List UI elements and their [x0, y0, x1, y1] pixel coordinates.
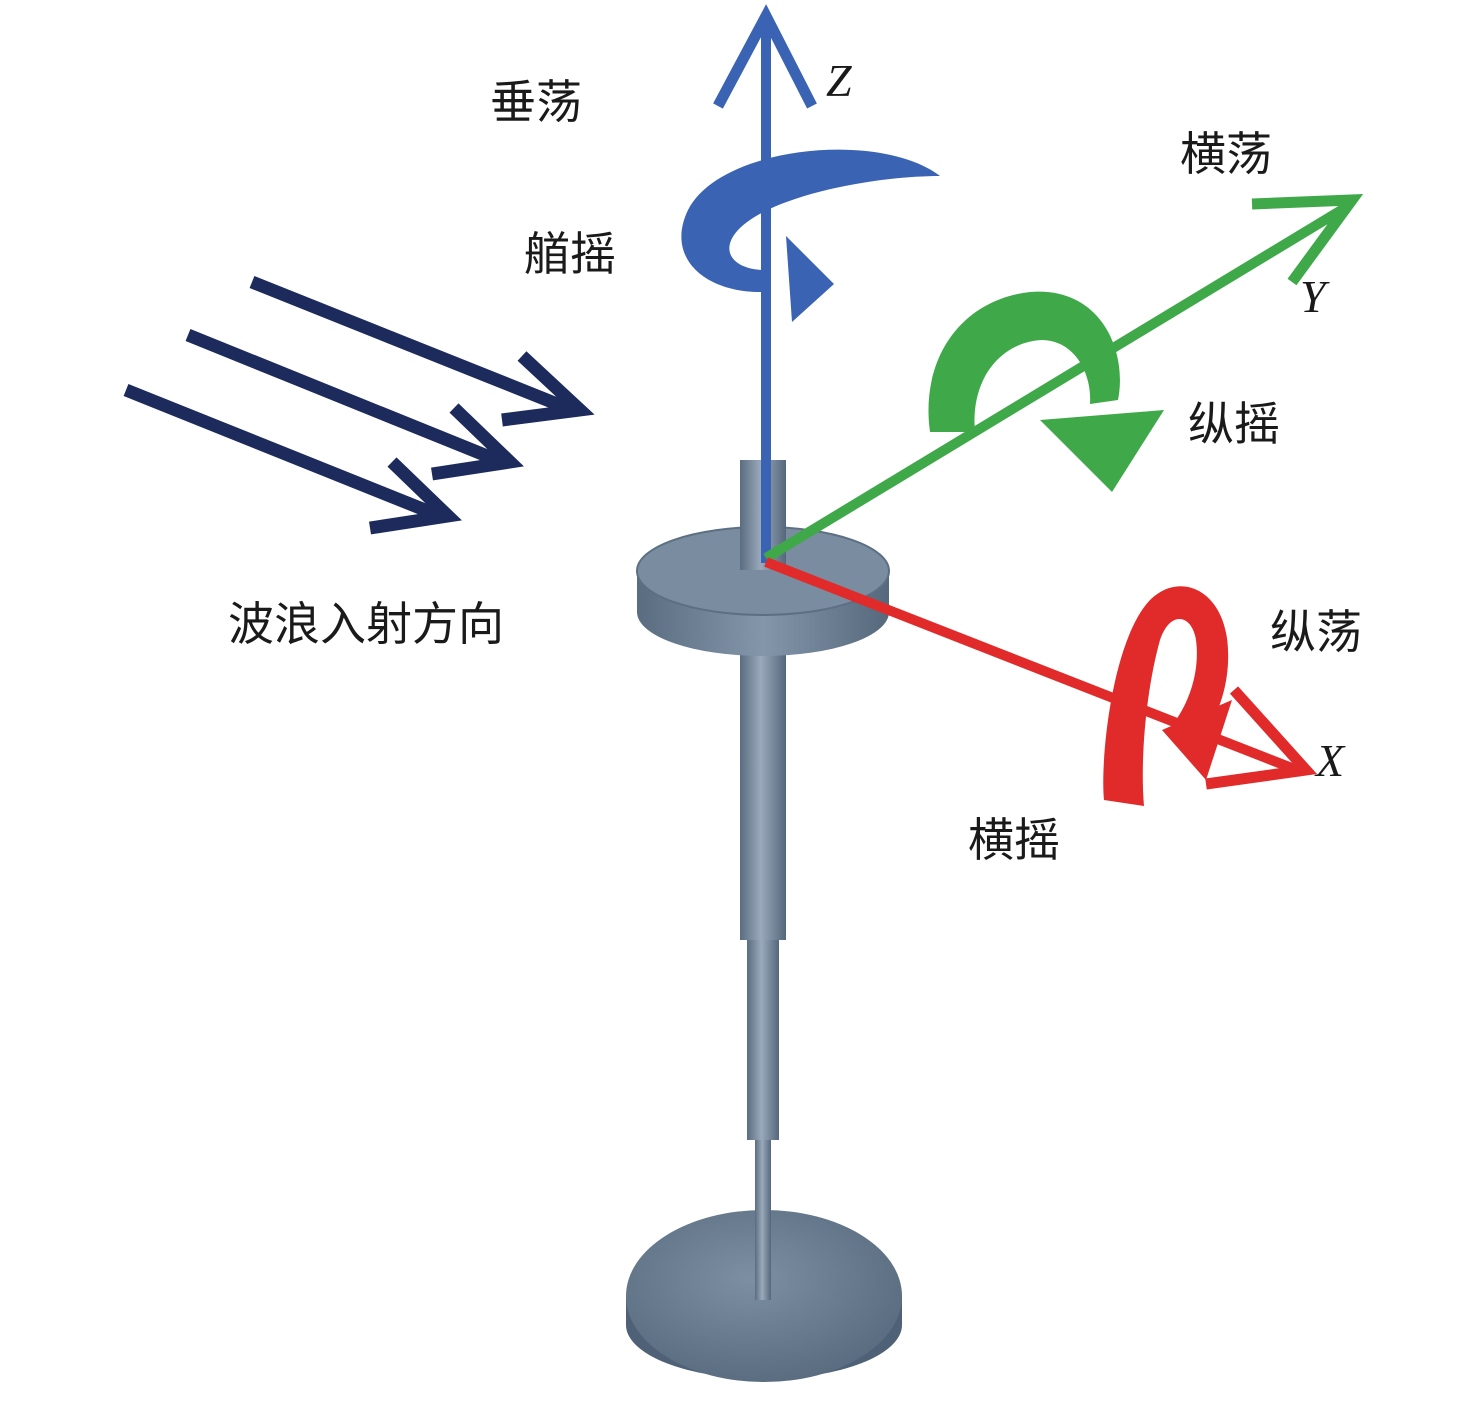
x-axis-label: X: [1314, 735, 1346, 786]
z-axis-label: Z: [826, 55, 852, 106]
wave-direction-label: 波浪入射方向: [228, 597, 504, 651]
wave-direction-arrows-icon: [123, 275, 595, 535]
support-pole: [740, 640, 786, 1300]
sway-label: 横荡: [1180, 127, 1272, 181]
surge-label: 纵荡: [1270, 605, 1362, 659]
y-axis-label: Y: [1300, 271, 1330, 322]
roll-label: 横摇: [968, 813, 1060, 867]
roll-rotation-arrow-icon: [1103, 586, 1232, 806]
z-axis: [713, 4, 817, 563]
upper-disk: [636, 526, 890, 656]
pitch-label: 纵摇: [1188, 397, 1280, 451]
y-axis: [763, 194, 1364, 563]
yaw-label: 艏摇: [524, 227, 616, 281]
heave-label: 垂荡: [490, 75, 582, 129]
yaw-rotation-arrow-icon: [681, 149, 940, 322]
pitch-rotation-arrow-icon: [928, 291, 1164, 492]
